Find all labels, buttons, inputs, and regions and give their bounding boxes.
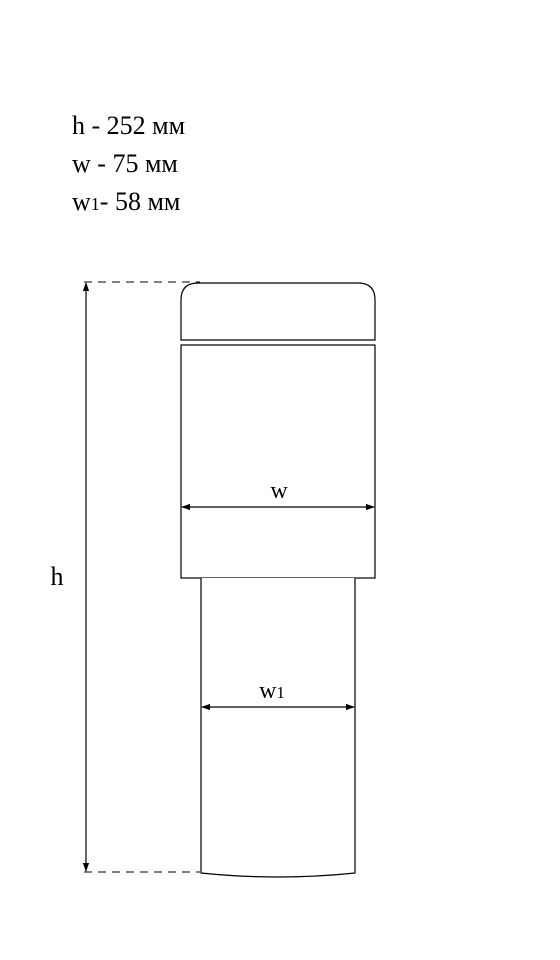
legend-subscript: 1 xyxy=(90,194,100,214)
height-label: h xyxy=(51,562,64,591)
legend-separator: - xyxy=(99,187,115,216)
legend-row-width: w - 75 мм xyxy=(72,146,185,184)
legend-value: 75 мм xyxy=(112,149,178,178)
legend-separator: - xyxy=(85,111,107,140)
body-outline xyxy=(180,344,376,579)
legend-separator: - xyxy=(90,149,113,178)
legend-row-height: h - 252 мм xyxy=(72,108,185,146)
inner-width-subscript: 1 xyxy=(276,683,285,702)
legend-row-inner-width: w1- 58 мм xyxy=(72,184,185,222)
legend-symbol: w xyxy=(72,187,91,216)
cap-outline xyxy=(180,282,376,341)
insert-outline xyxy=(200,578,356,878)
legend-value: 252 мм xyxy=(106,111,186,140)
width-label: w xyxy=(270,478,288,504)
inner-width-symbol: w xyxy=(259,678,277,704)
dimension-legend: h - 252 мм w - 75 мм w1- 58 мм xyxy=(72,108,185,222)
legend-symbol: h xyxy=(72,111,85,140)
legend-value: 58 мм xyxy=(114,187,181,216)
legend-symbol: w xyxy=(72,149,91,178)
inner-width-label: w1 xyxy=(259,678,285,704)
